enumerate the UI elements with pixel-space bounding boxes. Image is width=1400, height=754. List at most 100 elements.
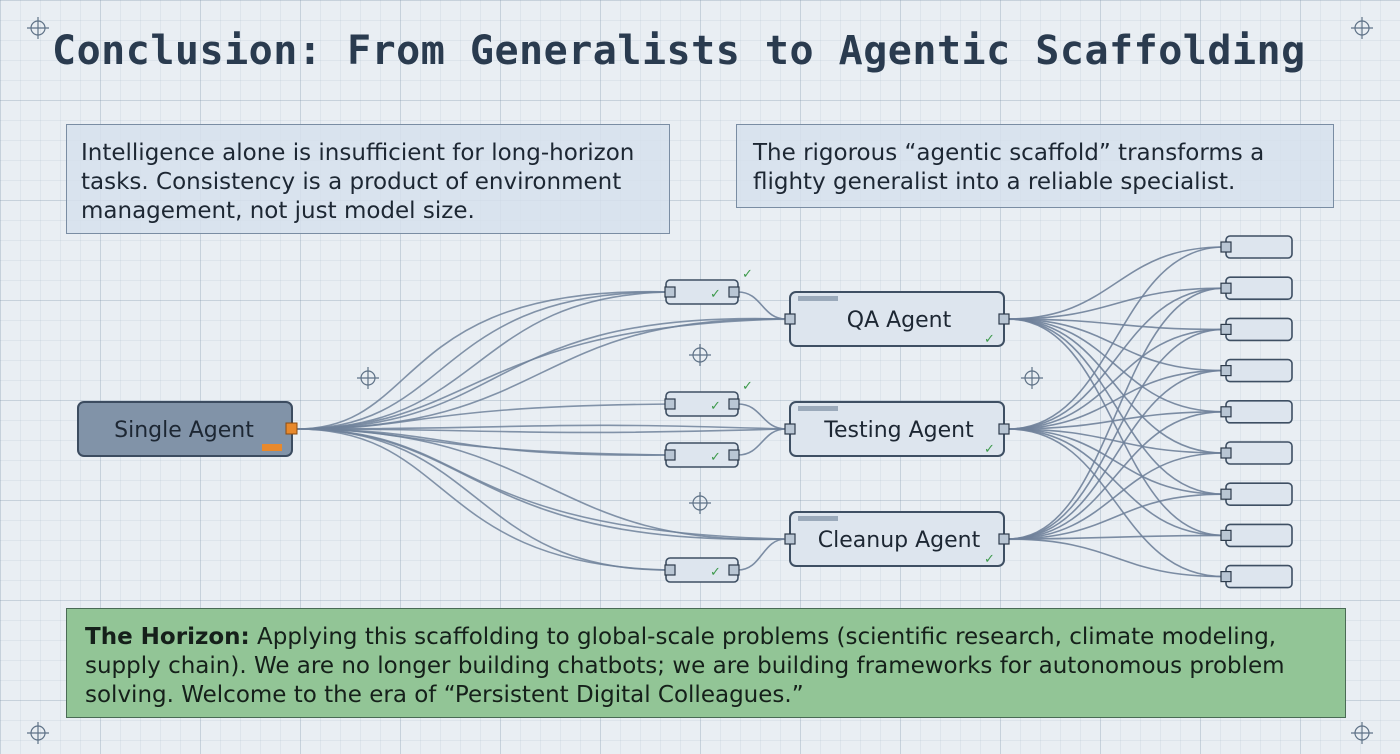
check-icon: ✓: [710, 287, 721, 302]
source-edge: [296, 403, 673, 430]
mini-node-port-out: [728, 286, 740, 298]
agent-output-edge: [1007, 452, 1225, 540]
agent-port-in: [784, 313, 796, 325]
crosshair-markers: [27, 17, 1373, 744]
output-node: [1225, 523, 1293, 548]
source-edge: [296, 428, 673, 571]
insight-note-right: The rigorous “agentic scaffold” transfor…: [736, 124, 1334, 208]
agent-output-edge: [1007, 318, 1225, 537]
mini-edge: [737, 538, 787, 571]
agent-output-edge: [1007, 411, 1225, 540]
output-node-port: [1220, 406, 1232, 418]
check-icon: ✓: [710, 399, 721, 414]
mini-node-port-out: [728, 398, 740, 410]
horizon-callout: The Horizon: Applying this scaffolding t…: [66, 608, 1346, 718]
output-node-port: [1220, 323, 1232, 335]
agent-output-edge: [1007, 328, 1225, 540]
source-edge: [296, 291, 673, 430]
check-icon: ✓: [742, 379, 753, 394]
mini-node-port-in: [664, 449, 676, 461]
page-title: Conclusion: From Generalists to Agentic …: [52, 28, 1306, 74]
mini-node: [665, 557, 739, 583]
agent-output-edge: [1007, 493, 1225, 540]
agent-output-edge: [1007, 246, 1225, 320]
mini-node-port-in: [664, 286, 676, 298]
agent-output-edge: [1007, 318, 1225, 413]
mini-node-port-in: [664, 398, 676, 410]
intermediate-nodes: ✓✓✓✓✓✓: [664, 267, 753, 583]
source-edge: [296, 428, 785, 541]
mini-edge: [737, 403, 787, 430]
mini-edge: [737, 428, 787, 456]
source-node: Single Agent: [77, 401, 298, 457]
agent-output-edge: [1007, 411, 1225, 430]
agent-hatch: [798, 406, 838, 411]
agent-label: Cleanup Agent: [818, 528, 981, 553]
agent-hatch: [798, 516, 838, 521]
output-node: [1225, 235, 1293, 259]
output-node: [1225, 317, 1293, 342]
source-accent-bar: [262, 444, 282, 451]
agent-output-edge: [1007, 318, 1225, 495]
single-agent-label: Single Agent: [114, 418, 254, 443]
connection-lines: [296, 246, 1225, 578]
horizon-label: The Horizon:: [85, 624, 250, 650]
output-node-port: [1220, 241, 1232, 253]
output-node-port: [1220, 282, 1232, 294]
source-edge: [296, 291, 673, 430]
agent-output-edge: [1007, 538, 1225, 578]
agent-output-edge: [1007, 369, 1225, 540]
mini-node-port-in: [664, 564, 676, 576]
source-edge: [296, 290, 673, 430]
agent-label: Testing Agent: [823, 418, 974, 443]
output-node: [1225, 358, 1293, 383]
agent-output-edge: [1007, 318, 1225, 372]
check-icon: ✓: [742, 267, 753, 282]
output-node: [1225, 276, 1293, 301]
source-edge: [296, 428, 673, 571]
agent-output-edge: [1007, 318, 1225, 331]
agent-output-edge: [1007, 428, 1225, 578]
check-icon: ✓: [984, 442, 995, 457]
agent-nodes: ✓QA Agent✓Testing Agent✓Cleanup Agent: [784, 291, 1010, 567]
source-edge: [296, 424, 785, 430]
output-node-port: [1220, 447, 1232, 459]
agent-port-in: [784, 423, 796, 435]
agent-output-edge: [1007, 534, 1225, 540]
output-nodes: [1220, 235, 1293, 589]
agent-output-edge: [1007, 369, 1225, 430]
agent-output-edge: [1007, 428, 1225, 537]
check-icon: ✓: [984, 552, 995, 567]
insight-note-left: Intelligence alone is insufficient for l…: [66, 124, 670, 234]
source-edge: [296, 317, 785, 430]
output-node: [1225, 482, 1293, 507]
check-icon: ✓: [984, 332, 995, 347]
output-node-port: [1220, 570, 1232, 583]
agent-output-edge: [1007, 428, 1225, 495]
agent-output-edge: [1007, 246, 1225, 430]
agent-port-out: [998, 313, 1010, 325]
agent-output-edge: [1007, 287, 1225, 320]
check-icon: ✓: [710, 565, 721, 580]
mini-edge: [737, 291, 787, 320]
output-node-port: [1220, 529, 1232, 542]
agent-port-out: [998, 533, 1010, 545]
agent-port-in: [784, 533, 796, 545]
mini-node: [665, 279, 739, 305]
mini-node: [665, 442, 739, 468]
agent-output-edge: [1007, 428, 1225, 454]
source-port: [285, 422, 298, 435]
output-node: [1225, 441, 1293, 465]
agent-output-edge: [1007, 328, 1225, 430]
agent-output-edge: [1007, 318, 1225, 454]
source-edge: [296, 428, 785, 541]
mini-node: [665, 391, 739, 417]
agent-output-edge: [1007, 287, 1225, 540]
output-node-port: [1220, 488, 1232, 500]
horizon-text: Applying this scaffolding to global-scal…: [85, 624, 1285, 708]
output-node: [1225, 564, 1293, 589]
agent-output-edge: [1007, 287, 1225, 430]
mini-node-port-out: [728, 564, 740, 576]
output-node-port: [1220, 365, 1232, 377]
